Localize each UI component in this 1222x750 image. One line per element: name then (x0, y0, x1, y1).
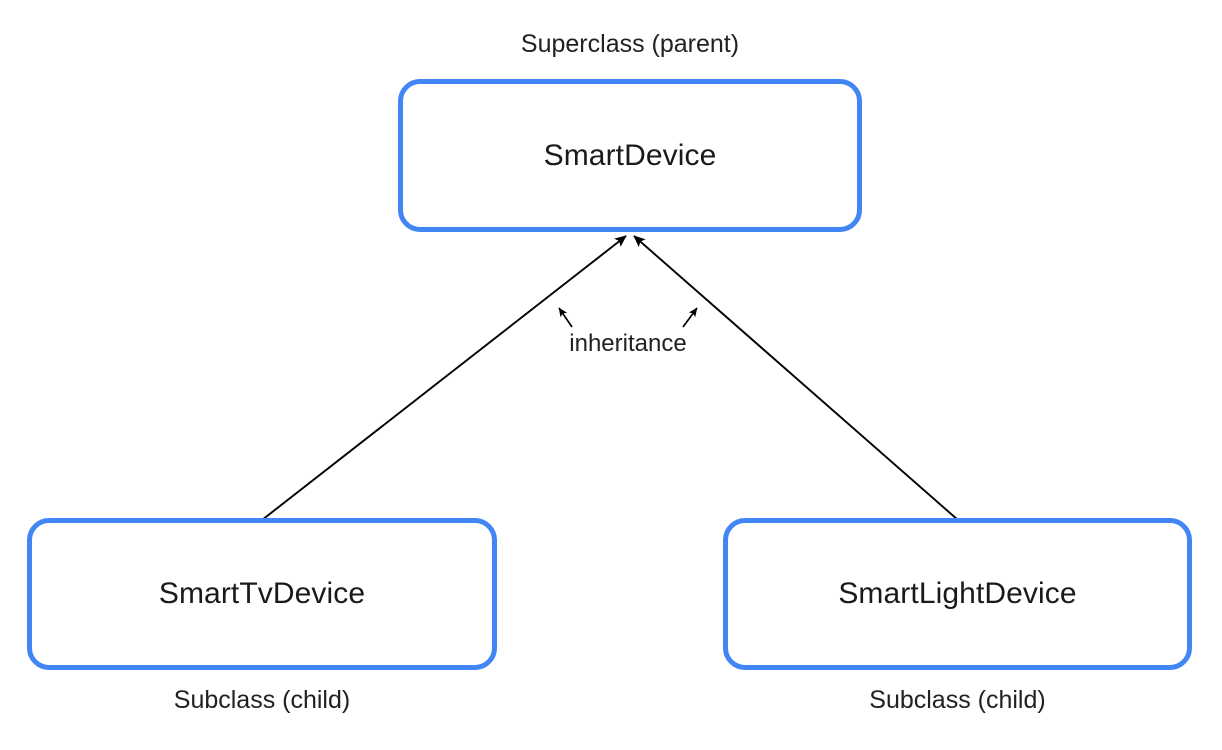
superclass-role-label: Superclass (parent) (520, 30, 740, 58)
inheritance-edge-light (633, 235, 959, 521)
class-name-smartlightdevice: SmartLightDevice (838, 577, 1077, 610)
inheritance-label-pointer-right (682, 307, 698, 328)
class-name-smartdevice: SmartDevice (543, 138, 717, 172)
class-name-smarttvdevice: SmartTvDevice (158, 577, 366, 610)
class-box-smartlightdevice[interactable]: SmartLightDevice (723, 518, 1192, 670)
class-box-smartdevice[interactable]: SmartDevice (398, 79, 862, 232)
inheritance-relationship-label: inheritance (569, 330, 687, 357)
subclass-light-role-label: Subclass (child) (869, 686, 1046, 714)
inheritance-edge-tv (261, 235, 627, 521)
subclass-tv-role-label: Subclass (child) (173, 686, 351, 714)
inheritance-label-pointer-left (558, 307, 573, 328)
class-box-smarttvdevice[interactable]: SmartTvDevice (27, 518, 497, 670)
